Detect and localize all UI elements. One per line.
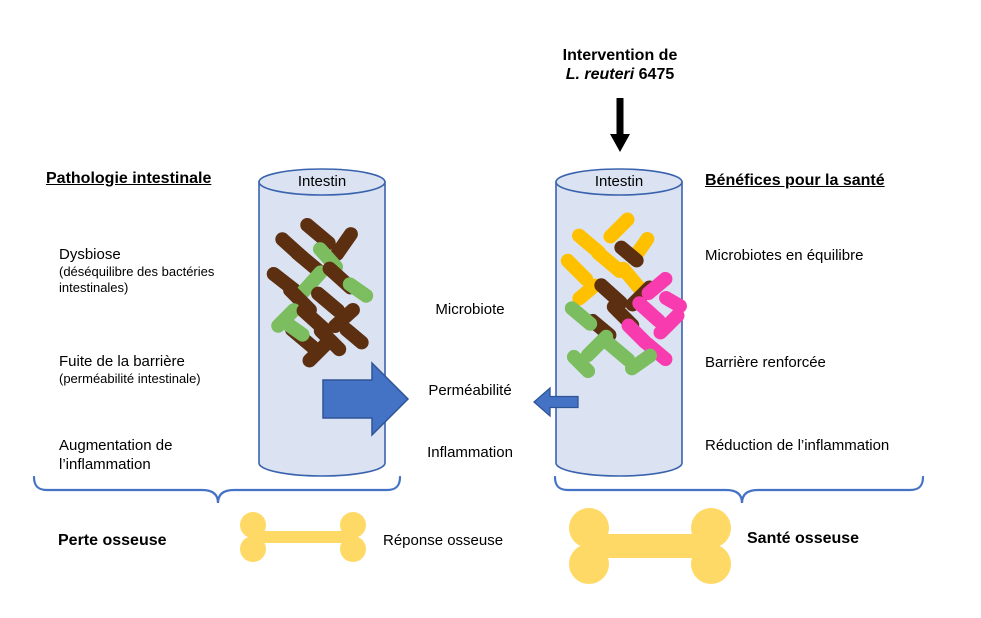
right-item-microbiotes: Microbiotes en équilibre — [705, 247, 864, 264]
center-label-inflammation: Inflammation — [427, 444, 513, 461]
cylinder-left — [258, 168, 386, 477]
bone-small-icon — [240, 512, 366, 562]
center-label-microbiote: Microbiote — [435, 301, 505, 318]
brace-right — [553, 475, 925, 504]
bottom-label-sante-osseuse: Santé osseuse — [747, 530, 860, 547]
title-line1: Intervention de — [562, 47, 678, 64]
page-title: Intervention de L. reuteri 6475 — [505, 46, 735, 84]
bacteria-layer-right — [560, 212, 687, 379]
species-name: L. reuteri — [565, 66, 635, 83]
bottom-label-perte-osseuse: Perte osseuse — [58, 532, 167, 549]
bone-large-icon — [569, 508, 731, 584]
cylinder-left-label: Intestin — [297, 173, 347, 190]
bottom-label-reponse-osseuse: Réponse osseuse — [383, 532, 504, 549]
left-item-barriere-main: Fuite de la barrière — [59, 353, 185, 370]
left-arrow-icon — [533, 386, 579, 418]
right-item-barriere: Barrière renforcée — [705, 354, 826, 371]
right-heading: Bénéfices pour la santé — [705, 172, 885, 189]
left-item-dysbiose: Dysbiose (déséquilibre des bactéries int… — [59, 245, 217, 296]
left-item-barriere: Fuite de la barrière (perméabilité intes… — [59, 352, 244, 387]
down-arrow-icon — [610, 98, 630, 152]
cylinder-right-label: Intestin — [594, 173, 644, 190]
left-item-dysbiose-sub: (déséquilibre des bactéries intestinales… — [59, 264, 215, 295]
center-label-permeabilite: Perméabilité — [428, 382, 512, 399]
strain-number: 6475 — [634, 66, 675, 83]
brace-left — [32, 475, 402, 504]
left-heading: Pathologie intestinale — [46, 170, 212, 187]
right-item-inflammation: Réduction de l’inflammation — [705, 437, 890, 454]
right-arrow-icon — [322, 361, 410, 437]
title-line2: L. reuteri 6475 — [505, 65, 735, 84]
left-item-inflammation: Augmentation de l’inflammation — [59, 437, 173, 473]
left-item-barriere-sub: (perméabilité intestinale) — [59, 371, 201, 386]
left-item-dysbiose-main: Dysbiose — [59, 246, 121, 263]
cylinder-right — [555, 168, 687, 477]
bacteria-layer-left — [266, 218, 374, 368]
